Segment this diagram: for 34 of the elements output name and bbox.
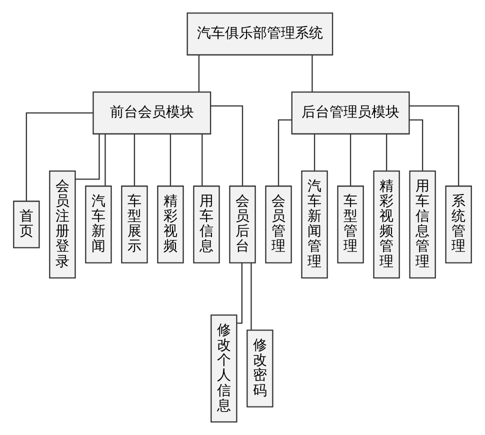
node-box: 车型展示 [121,186,148,264]
node-box: 首页 [13,200,40,248]
connector [134,134,136,186]
connector [314,134,316,171]
connector [210,105,244,186]
connector [386,134,388,171]
node-box: 修改个人信息 [210,314,238,423]
connector [312,55,313,92]
connector [198,55,200,92]
connector [26,112,94,201]
node-box: 后台管理员模块 [291,91,410,134]
node-box: 修改密码 [246,330,274,408]
node-box: 车型管理 [337,186,364,264]
node-box: 汽车新闻 [85,186,112,264]
node-box: 会员后台 [229,186,256,264]
connector [250,263,252,330]
node-box: 汽车俱乐部管理系统 [186,12,334,56]
connector [350,134,352,186]
node-box: 用车信息管理 [409,170,436,278]
connector [202,134,203,186]
node-box: 用车信息 [193,186,220,264]
node-box: 汽车新闻管理 [301,170,328,278]
node-box: 精彩视频 [157,186,184,264]
connector [104,134,106,186]
node-box: 前台会员模块 [92,91,212,134]
connector [237,262,242,324]
node-box: 会员管理 [265,186,292,264]
connector [75,134,100,180]
node-box: 系统管理 [445,186,472,264]
connector [409,119,424,171]
connector [170,134,172,186]
node-box: 精彩视频管理 [373,170,400,278]
node-box: 会员注册登录 [49,170,76,278]
connector [409,105,460,186]
